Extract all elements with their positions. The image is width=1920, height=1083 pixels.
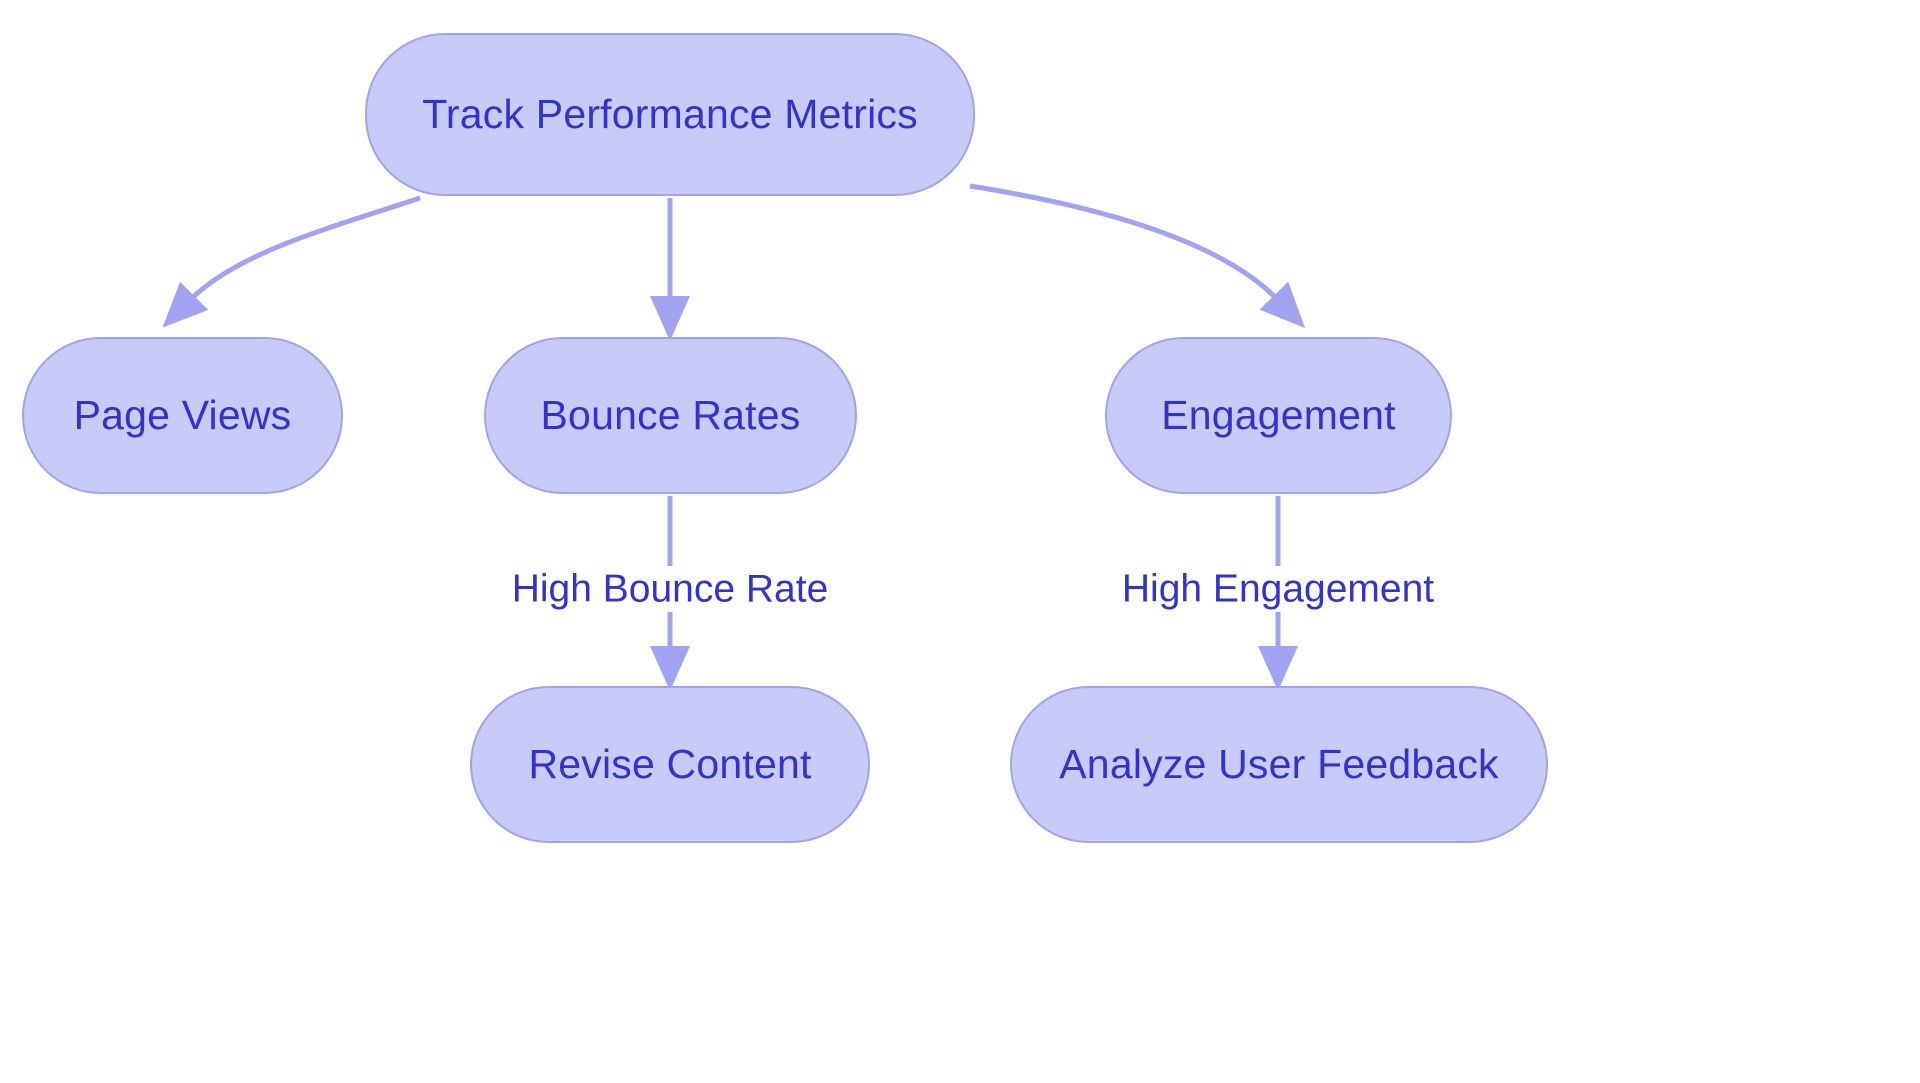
edge-label-high-engagement: High Engagement [1115, 567, 1441, 611]
node-label: Track Performance Metrics [422, 91, 918, 137]
node-label: Analyze User Feedback [1059, 741, 1499, 787]
node-track-performance-metrics[interactable]: Track Performance Metrics [365, 33, 975, 196]
edge-root-to-engagement [969, 183, 1306, 329]
node-page-views[interactable]: Page Views [22, 337, 343, 494]
node-analyze-user-feedback[interactable]: Analyze User Feedback [1010, 686, 1548, 843]
node-label: Bounce Rates [540, 392, 801, 438]
edge-label-high-bounce-rate: High Bounce Rate [505, 567, 835, 611]
node-label: Engagement [1161, 392, 1396, 438]
node-label: Revise Content [528, 741, 812, 787]
node-engagement[interactable]: Engagement [1105, 337, 1452, 494]
node-label: Page Views [73, 392, 292, 438]
node-bounce-rates[interactable]: Bounce Rates [484, 337, 857, 494]
node-revise-content[interactable]: Revise Content [470, 686, 870, 843]
edge-root-to-pageviews [162, 195, 421, 328]
